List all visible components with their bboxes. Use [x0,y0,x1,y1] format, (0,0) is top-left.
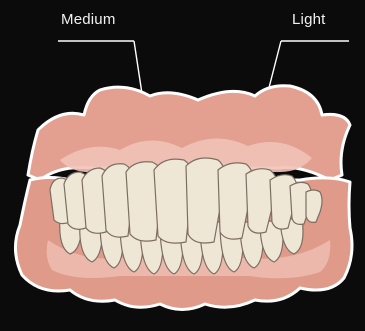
denture-illustration [0,0,365,331]
denture-diagram: Medium Light [0,0,365,331]
